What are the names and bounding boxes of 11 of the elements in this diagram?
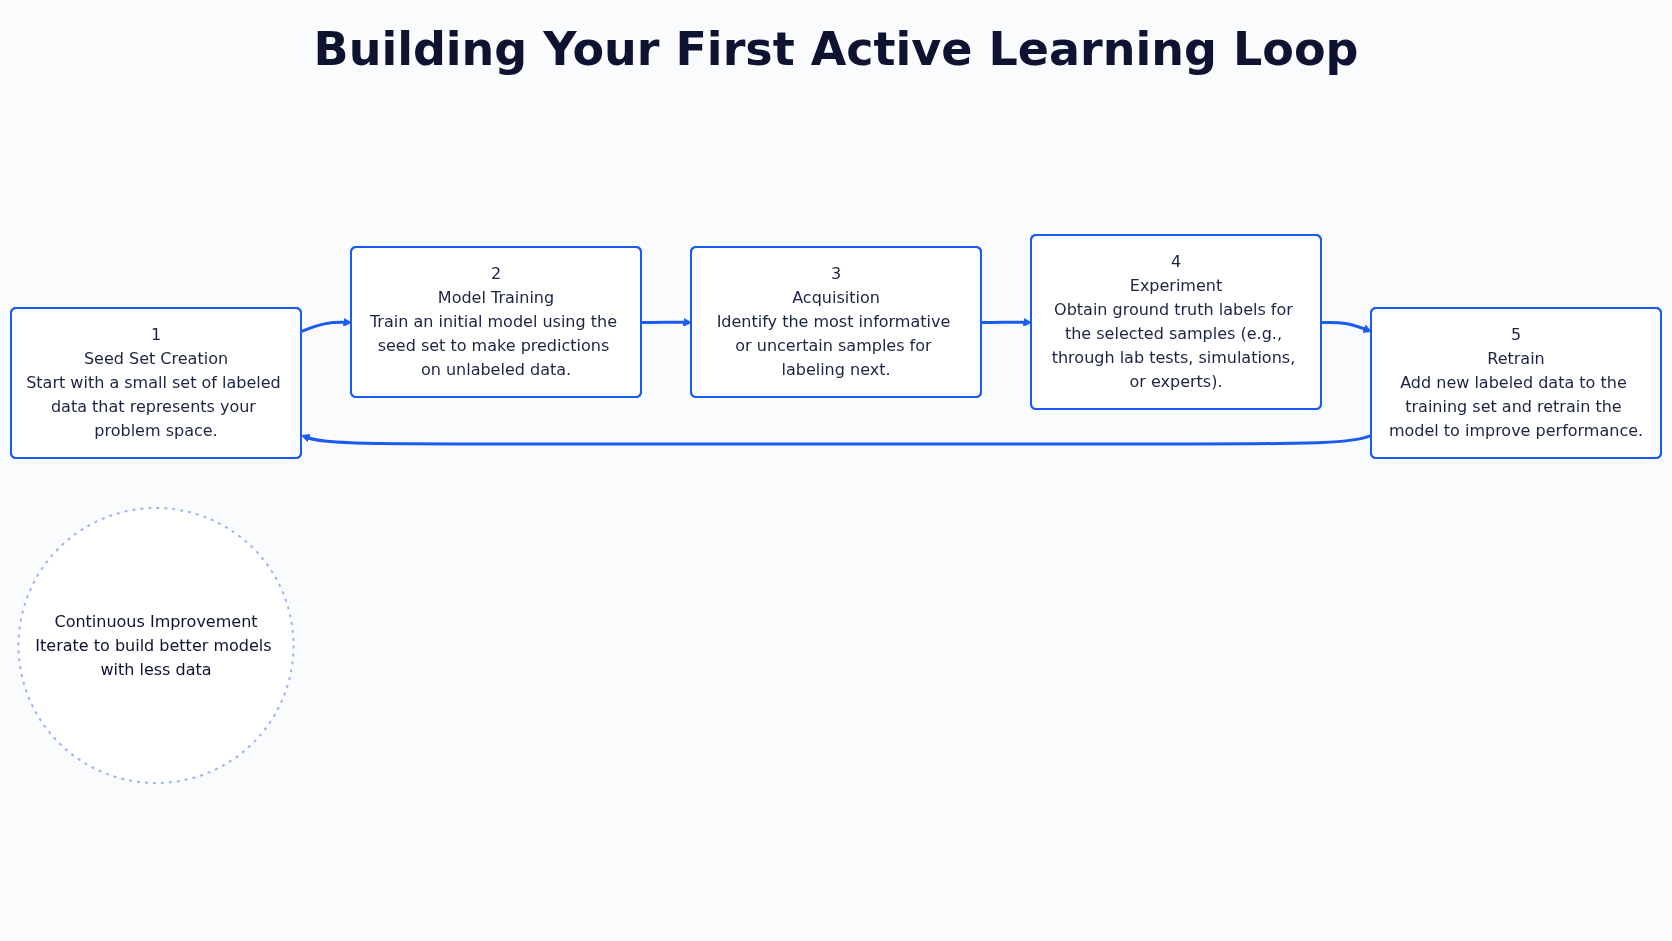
arrow xyxy=(981,317,1032,327)
node-text: 3 Acquisition Identify the most informative or uncertain samples for labeling next. xyxy=(716,264,951,379)
node-circle: Continuous Improvement Iterate to build better models with less data xyxy=(17,507,295,784)
arrow xyxy=(641,317,692,327)
node-text: 1 Seed Set Creation Start with a small set of labeled data that represents your problem space. xyxy=(26,325,281,440)
node-text: 4 Experiment Obtain ground truth labels for the selected samples (e.g., through lab tests, simulations, or experts). xyxy=(1051,252,1296,391)
arrow xyxy=(301,433,1372,446)
diagram-title: Building Your First Active Learning Loop xyxy=(312,22,1360,76)
node-text: 2 Model Training Train an initial model using the seed set to make predictions on unlabeled data. xyxy=(369,264,617,379)
arrow xyxy=(1321,320,1372,333)
node-text: 5 Retrain Add new labeled data to the training set and retrain the model to improve performance. xyxy=(1388,325,1644,440)
